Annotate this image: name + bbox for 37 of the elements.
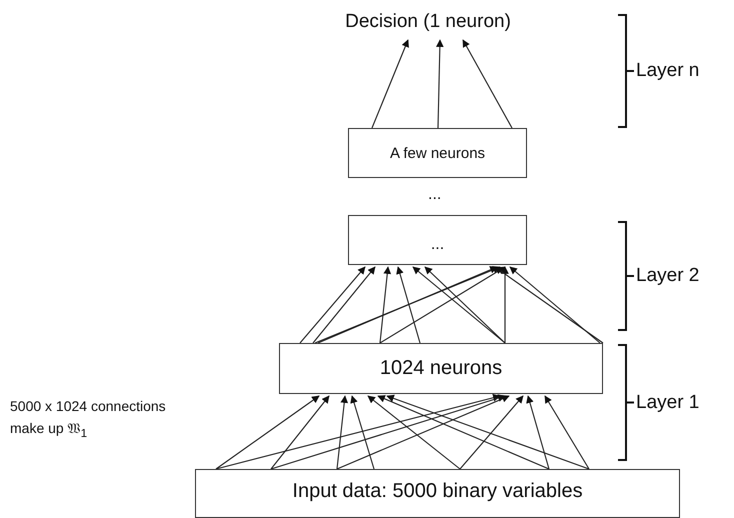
box-label: 1024 neurons: [380, 357, 502, 380]
arrow: [336, 395, 348, 470]
arrow: [462, 39, 512, 128]
box-label: A few neurons: [390, 144, 486, 162]
arrow: [544, 395, 590, 470]
arrow: [336, 395, 510, 470]
arrow: [436, 39, 444, 128]
arrow: [312, 266, 376, 344]
arrow: [396, 266, 421, 344]
layer-label: Layer n: [636, 60, 700, 82]
box-label: ...: [430, 236, 444, 254]
arrow: [380, 266, 506, 344]
input-box: [195, 469, 680, 518]
arrow: [216, 396, 320, 470]
arrow: [350, 395, 375, 470]
ellipsis: ...: [428, 186, 442, 204]
arrow: [377, 395, 550, 470]
arrow: [367, 396, 460, 470]
output-label: Decision (1 neuron): [345, 11, 511, 33]
arrow: [372, 39, 409, 128]
arrow: [526, 395, 550, 470]
layer-box: [279, 343, 603, 394]
arrow: [216, 394, 501, 470]
arrow: [509, 266, 600, 344]
arrow: [300, 266, 366, 344]
arrow: [386, 394, 590, 470]
note: 5000 x 1024 connections make up 𝔚$_{1}$: [10, 397, 167, 442]
arrow: [494, 266, 604, 344]
arrow: [270, 395, 330, 470]
layer-box: [348, 128, 527, 178]
arrow: [379, 266, 392, 344]
arrow: [501, 266, 509, 343]
layer-box: [348, 215, 527, 265]
arrow: [460, 395, 524, 470]
layer-label: Layer 2: [636, 265, 700, 287]
box-label: Input data: 5000 binary variables: [292, 480, 583, 503]
layer-label: Layer 1: [636, 392, 700, 414]
